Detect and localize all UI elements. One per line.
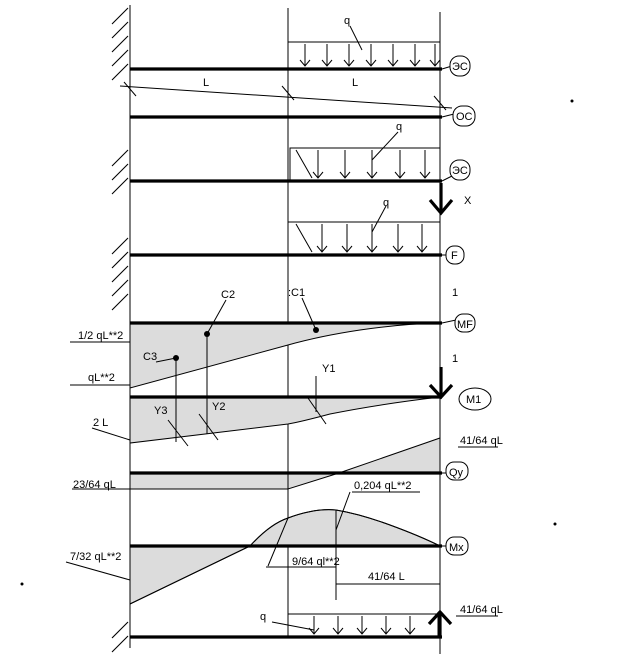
load-arrows-4 [308,616,416,635]
reaction-label: 41/64 qL [460,604,503,616]
diagram-mx: Mx 0,204 qL**2 7/32 qL**2 9/64 ql**2 41/… [65,480,469,605]
tag-es-2: ЭС [452,165,468,177]
stray-marks [20,99,574,586]
m1-left-label: qL**2 [88,372,115,384]
mx-left-label: 7/32 qL**2 [70,551,121,563]
fixed-support-hatch-1 [111,7,129,81]
y-ticks [167,397,327,447]
tag-mf-frame [454,313,476,333]
distributed-load-2 [289,147,441,181]
q-label-2: q [396,121,402,133]
qy-left-area [129,472,289,490]
tag-mx-frame [445,536,469,556]
qy-left-label: 23/64 qL [73,479,116,491]
q-label-4: q [260,611,266,623]
q-label-3: q [383,197,389,209]
qy-right-label: 41/64 qL [460,435,503,447]
m1-value-label: 2 L [93,417,108,429]
load-arrows-2 [295,149,431,179]
unit-one-top: 1 [452,287,458,299]
length-label-1: L [203,77,209,89]
y1-label: Y1 [322,363,335,375]
unknown-force-label: X [464,195,472,207]
tag-mf: MF [457,319,473,331]
fixed-support-hatch-3 [111,237,129,311]
c2-label: C2 [221,289,235,301]
fixed-support-hatch-2 [111,149,129,195]
qy-pos-triangle [338,437,441,474]
qy-neg-triangle [287,472,340,490]
scheme-es-2: q ЭС X [111,121,472,216]
dimension-lengths: L L [119,77,453,111]
y3-label: Y3 [154,405,167,417]
tag-es-1-frame [449,55,471,77]
tag-qy-frame [445,461,469,481]
distributed-load-3 [287,221,441,255]
diagram-mf: MF :C1 C2 C3 1/2 qL**2 1 [70,287,476,389]
tag-mx: Mx [449,542,464,554]
load-arrows-3 [295,223,428,253]
scheme-final: q 41/64 qL [111,604,503,653]
unit-one-m1: 1 [452,353,458,365]
tag-m1: M1 [466,394,481,406]
load-arrows-1 [299,44,441,67]
mx-mid-label: 9/64 ql**2 [292,556,340,568]
tag-es-1: ЭС [452,61,468,73]
tag-qy: Qy [449,467,464,479]
tag-f: F [451,250,458,262]
fixed-support-hatch-4 [111,621,129,653]
tag-oc: ОС [456,111,473,123]
length-41-64L-label: 41/64 L [368,571,405,583]
tag-f-frame [445,245,465,265]
length-label-2: L [352,77,358,89]
y2-label: Y2 [212,401,225,413]
scheme-es-1: q ЭС [111,7,471,81]
tag-es-2-frame [449,159,471,181]
c1-label: :C1 [288,287,305,299]
tag-m1-frame [458,387,492,411]
tag-oc-frame [452,105,476,127]
scheme-f: q F [111,197,465,311]
c3-label: C3 [143,351,157,363]
mf-value-label: 1/2 qL**2 [78,330,123,342]
mx-peak-label: 0,204 qL**2 [354,480,412,492]
scheme-oc: ОС [130,105,476,127]
q-label-1: q [344,15,350,27]
diagram-m1: 1 M1 qL**2 2 L Y3 Y2 Y1 [70,334,492,447]
diagram-qy: Qy 41/64 qL 23/64 qL [72,435,503,491]
